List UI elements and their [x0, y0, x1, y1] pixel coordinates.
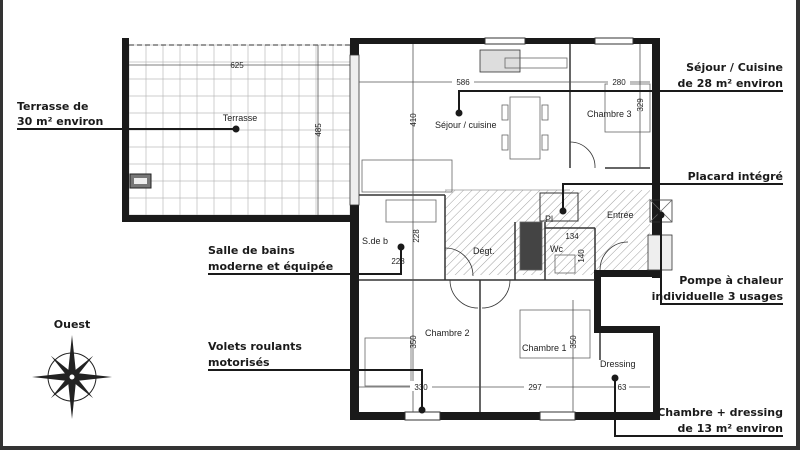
dim-wc-height: 140 [577, 249, 586, 263]
room-label-sdb: S.de b [362, 236, 388, 246]
room-label-chambre3: Chambre 3 [587, 109, 632, 119]
dim-chambre1-width: 297 [528, 383, 542, 392]
callout-chambre-line1: Chambre + dressing [657, 406, 783, 419]
bed-chambre-1 [519, 309, 591, 359]
dim-chambre3-width: 280 [612, 78, 626, 87]
callouts-right: Séjour / Cuisine de 28 m² environ Placar… [652, 61, 784, 435]
room-label-wc: Wc [550, 244, 563, 254]
dim-dressing-width: 63 [618, 383, 627, 392]
terrace-wall-bottom [122, 215, 352, 222]
furniture [361, 49, 673, 387]
callout-pompe-line1: Pompe à chaleur [679, 274, 783, 287]
bathtub [385, 199, 437, 223]
dim-chambre3-height: 329 [636, 98, 645, 112]
callout-terrasse-line1: Terrasse de [17, 100, 89, 113]
room-label-degt: Dégt. [473, 246, 495, 256]
dim-chambre2-height: 350 [409, 335, 418, 349]
room-label-chambre1: Chambre 1 [522, 343, 567, 353]
interior-walls [359, 44, 650, 412]
dim-wc-width: 134 [565, 232, 579, 241]
dim-chambre1-height: 350 [569, 335, 578, 349]
compass-label: Ouest [54, 318, 90, 331]
callout-terrasse-line2: 30 m² environ [17, 115, 103, 128]
dim-terrasse-width: 625 [230, 61, 244, 70]
room-label-entree: Entrée [607, 210, 634, 220]
callout-pompe-line2: individuelle 3 usages [652, 290, 784, 303]
storage-unit [519, 221, 543, 271]
dim-sejour-width: 586 [456, 78, 470, 87]
dim-sdb-width: 228 [391, 257, 405, 266]
bed-chambre-2 [364, 337, 412, 387]
dim-terrasse-height: 485 [314, 123, 323, 137]
dim-sejour-height: 410 [409, 113, 418, 127]
callouts-left: Terrasse de 30 m² environ Salle de bains… [17, 100, 333, 369]
callout-volets-line1: Volets roulants [208, 340, 302, 353]
compass-rose-icon [32, 335, 112, 419]
callout-chambre-line2: de 13 m² environ [678, 422, 783, 435]
callout-volets-line2: motorisés [208, 356, 270, 369]
callout-sdb-line1: Salle de bains [208, 244, 295, 257]
kitchen-sink [479, 49, 521, 73]
callout-sdb-line2: moderne et équipée [208, 260, 333, 273]
compass: Ouest [32, 318, 112, 419]
circulation-area [445, 190, 650, 275]
callout-placard: Placard intégré [688, 170, 783, 183]
toilet [554, 254, 576, 274]
dimension-lines [359, 44, 650, 412]
terrace-tiles [128, 44, 351, 216]
room-label-dressing: Dressing [600, 359, 636, 369]
callout-leaders [17, 90, 783, 437]
sofa [361, 159, 453, 193]
room-labels: Séjour / cuisine Chambre 3 Pl Entrée S.d… [362, 109, 636, 369]
room-label-sejour: Séjour / cuisine [435, 120, 497, 130]
outer-walls [349, 37, 660, 421]
room-label-chambre2: Chambre 2 [425, 328, 470, 338]
room-label-terrasse: Terrasse [223, 113, 258, 123]
dim-sdb-height: 228 [412, 229, 421, 243]
room-label-placard: Pl [545, 214, 553, 224]
dining-table [509, 96, 541, 160]
callout-sejour-line2: de 28 m² environ [678, 77, 783, 90]
callout-sejour-line1: Séjour / Cuisine [686, 61, 783, 74]
